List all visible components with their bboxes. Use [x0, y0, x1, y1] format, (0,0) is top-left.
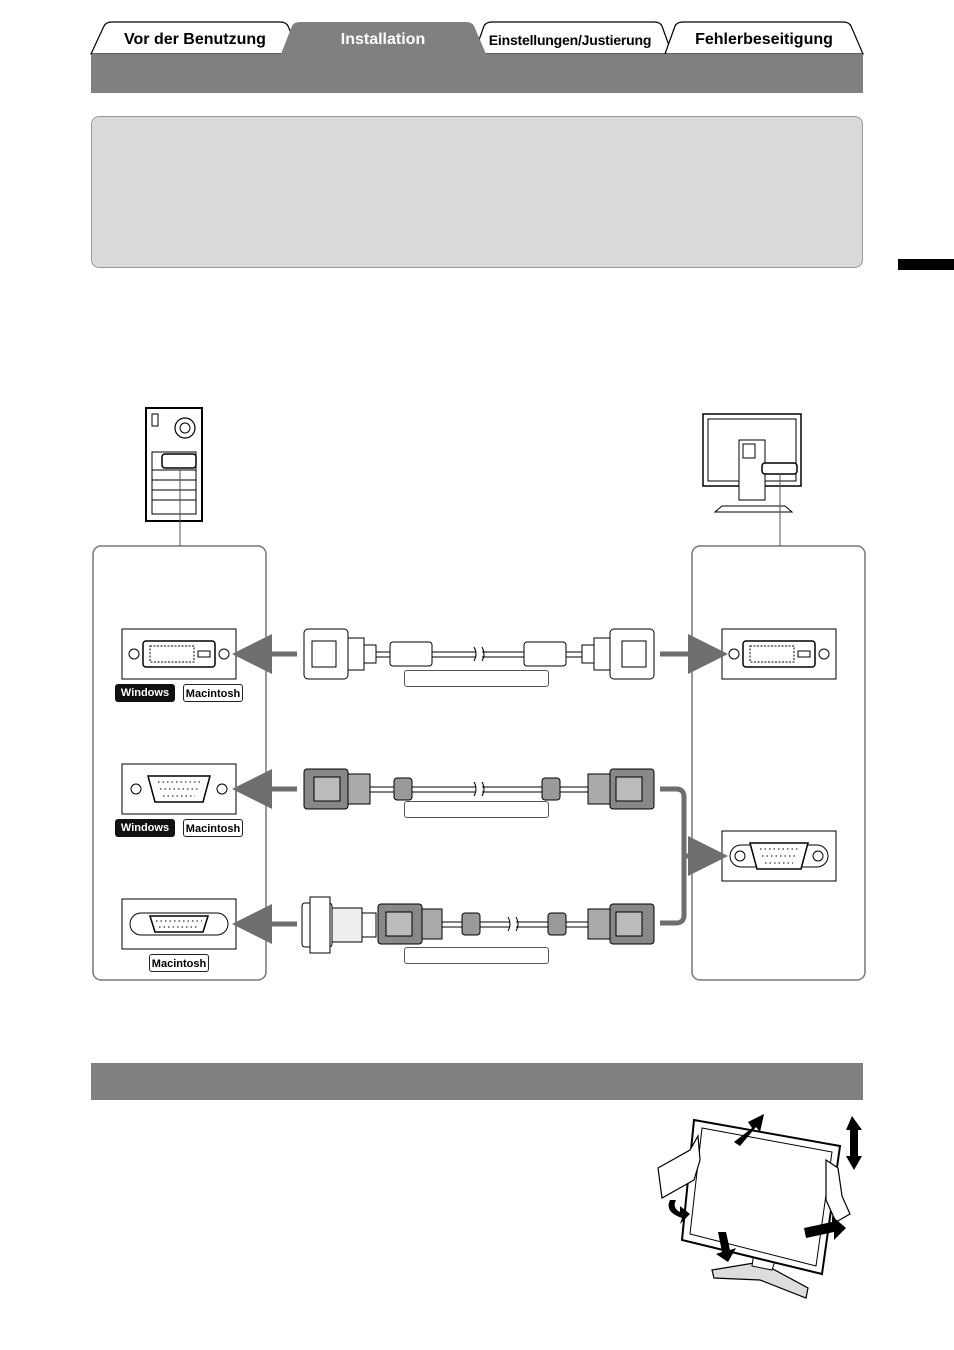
tab-installation[interactable]: Installation: [340, 31, 426, 48]
tab-einstellungen-justierung[interactable]: Einstellungen/Justierung: [488, 32, 652, 48]
macintosh-badge-dvi: Macintosh: [183, 684, 243, 702]
note-box: [91, 116, 863, 268]
monitor-vga-port-icon: [721, 830, 837, 882]
header-bar: [91, 54, 863, 93]
vga-port-icon: [121, 763, 237, 815]
windows-badge-vga: Windows: [115, 819, 175, 837]
language-marker: [898, 259, 954, 270]
monitor-icon: [702, 413, 802, 546]
tab-vor-der-benutzung[interactable]: Vor der Benutzung: [124, 31, 266, 48]
tab-bar: [90, 21, 864, 93]
tab-fehlerbeseitigung[interactable]: Fehlerbeseitigung: [695, 31, 833, 48]
tab-shape-vor: [90, 21, 301, 55]
mac-adapter-cable-icon: [301, 896, 655, 954]
macintosh-badge-vga: Macintosh: [183, 819, 243, 837]
dvi-cable-label: [404, 670, 549, 687]
dvi-port-icon: [121, 628, 237, 680]
pc-tower-icon: [145, 407, 203, 546]
mac-port-icon: [121, 898, 237, 950]
monitor-dvi-port-icon: [721, 628, 837, 680]
macintosh-badge-mac: Macintosh: [149, 954, 209, 972]
tab-shape-einstellungen: [473, 21, 673, 55]
windows-badge-dvi: Windows: [115, 684, 175, 702]
mac-cable-label: [404, 947, 549, 964]
tab-shape-installation: [281, 22, 486, 54]
section-bar: [91, 1063, 863, 1100]
tab-shape-fehler: [664, 21, 864, 55]
dvi-cable-icon: [303, 628, 655, 680]
vga-cable-icon: [303, 768, 655, 810]
connection-arrows: [232, 634, 728, 944]
vga-cable-label: [404, 801, 549, 818]
